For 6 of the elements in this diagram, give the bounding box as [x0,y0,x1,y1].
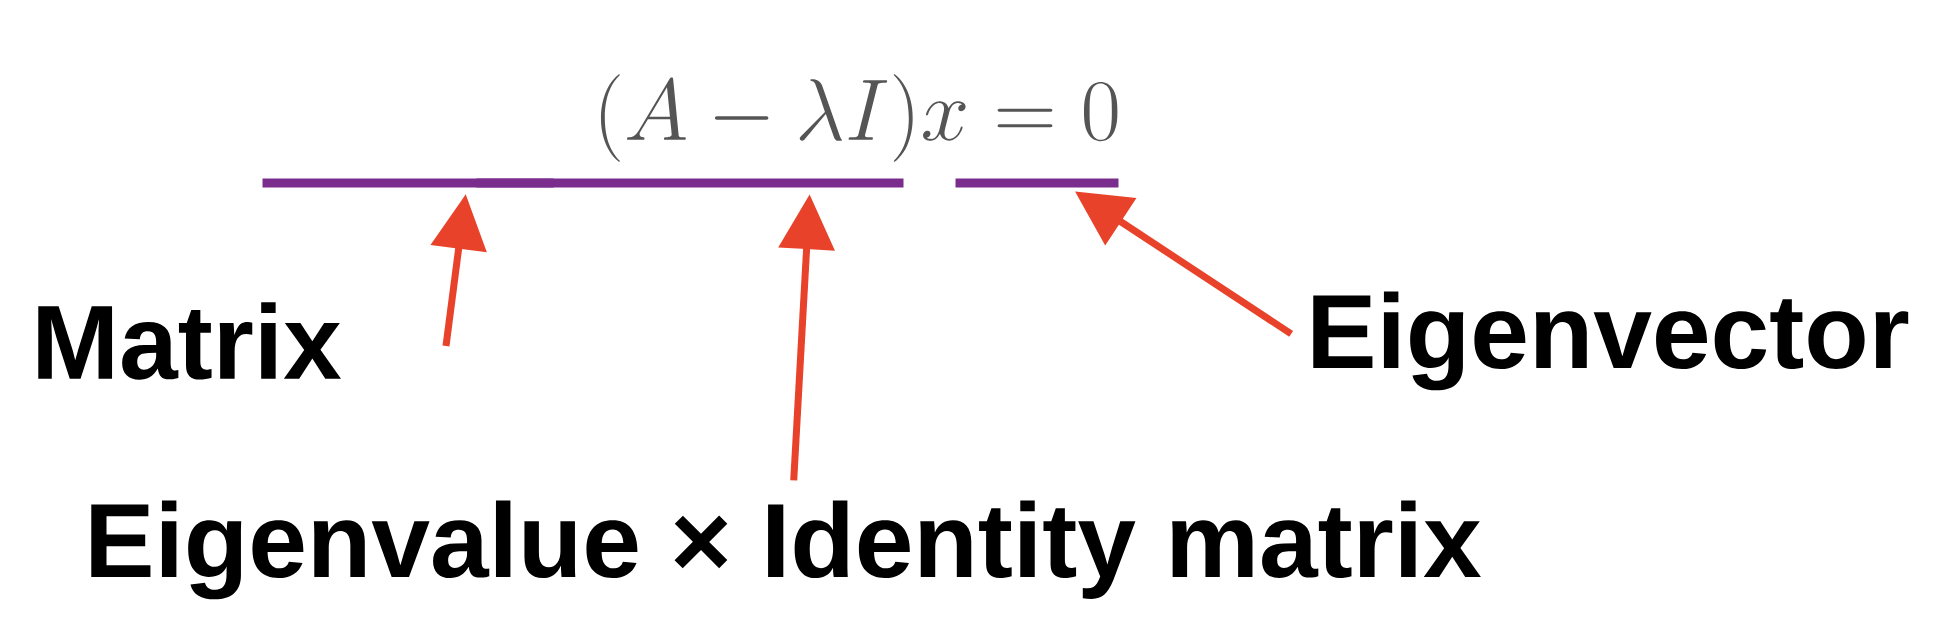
underline-bar [955,178,1119,188]
equation: $(A - \lambda I)x = 0$ [600,74,1118,162]
label-text: Eigenvector [1313,291,1909,391]
underline-bar [476,178,904,188]
label-text: Eigenvalue × Identity matrix [91,500,1481,600]
label-text: Matrix [38,302,341,380]
